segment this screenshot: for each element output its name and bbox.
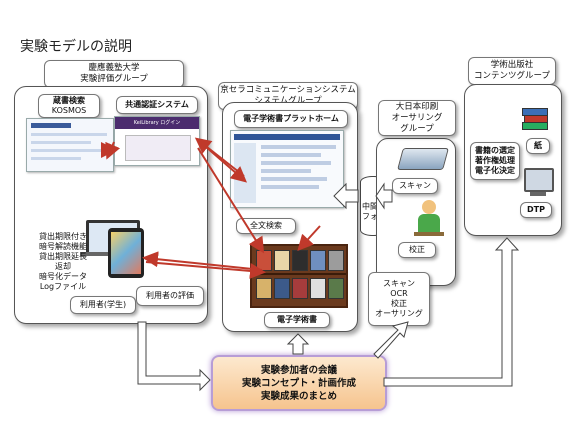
function-item: 暗号解読機能 (39, 242, 87, 251)
arrow-tablet-to-shelf (145, 261, 266, 279)
process-step: OCR (390, 289, 408, 298)
ebook-label: 電子学術書 (264, 312, 330, 328)
auth-system-name: 共通認証システム (125, 100, 189, 109)
dnp-group-name: 大日本印刷 (395, 101, 439, 112)
search-system-name: 蔵書検索 (53, 96, 85, 105)
arrow-middle-to-platform (333, 182, 359, 210)
paper-books-icon (522, 108, 548, 134)
user-label-text: 利用者(学生) (79, 300, 127, 309)
arrow-search-to-shelf (297, 225, 321, 251)
fulltext-search-text: 全文検索 (250, 221, 282, 230)
keio-group-role: 実験評価グループ (80, 74, 148, 84)
function-item: 返却 (55, 262, 71, 271)
arrow-summary-to-publisher (383, 237, 520, 387)
tablet-icon (108, 228, 144, 278)
platform-label-text: 電子学術書プラットホーム (243, 114, 339, 123)
summary-box: 実験参加者の会議 実験コンセプト・計画作成 実験成果のまとめ (211, 355, 387, 411)
proof-label: 校正 (398, 242, 436, 258)
arrow-summary-to-kyocera (286, 333, 310, 355)
proof-label-text: 校正 (409, 245, 425, 254)
summary-line: 実験参加者の会議 (260, 364, 337, 376)
function-item: 貸出期限延長 (39, 252, 87, 261)
selection-step: 書籍の選定 (475, 146, 515, 155)
search-system-id: KOSMOS (51, 106, 87, 115)
summary-line: 実験コンセプト・計画作成 (241, 377, 356, 389)
proofreader-icon (414, 200, 444, 240)
arrow-shelf-to-tablet (142, 251, 263, 271)
selection-step: 電子化決定 (475, 166, 515, 175)
paper-label-text: 紙 (534, 141, 542, 150)
dnp-group-header: 大日本印刷 オーサリング グループ (378, 100, 456, 136)
page-title: 実験モデルの説明 (20, 39, 132, 55)
publisher-group-role: コンテンツグループ (474, 71, 550, 81)
arrow-platform-to-auth (194, 137, 245, 177)
function-item: Logファイル (39, 282, 87, 291)
kyocera-group-name: 京セラコミュニケーションシステム (220, 85, 356, 95)
search-screenshot (26, 118, 114, 172)
process-step: スキャン (383, 279, 415, 288)
arrow-dnp-to-middle (375, 182, 393, 210)
auth-system-label: 共通認証システム (116, 96, 198, 114)
function-item: 貸出期限付き (39, 232, 87, 241)
computer-icon (524, 168, 554, 192)
dnp-process-label: スキャン OCR 校正 オーサリング (368, 272, 430, 326)
selection-label: 書籍の選定 著作権処理 電子化決定 (470, 142, 520, 180)
function-item: 暗号化データ (39, 272, 87, 281)
publisher-group-name: 学術出版社 (490, 60, 534, 70)
function-list: 貸出期限付き 暗号解読機能 貸出期限延長 返却 暗号化データ Logファイル (22, 232, 104, 292)
kyocera-group-role: システムグループ (254, 96, 322, 106)
arrow-summary-to-dnp (373, 321, 409, 359)
paper-label: 紙 (526, 138, 550, 154)
arrow-auth-to-shelf (197, 147, 265, 254)
arrow-keio-to-summary (137, 321, 211, 392)
dnp-group-role-2: グループ (400, 123, 434, 134)
login-banner: KeiLibrary ログイン (115, 117, 199, 129)
search-system-label: 蔵書検索 KOSMOS (38, 94, 100, 118)
dtp-label: DTP (520, 202, 552, 218)
dnp-group-role: オーサリング (391, 112, 443, 123)
database-label-line: 中間 (362, 202, 378, 211)
evaluation-label: 利用者の評価 (136, 286, 204, 306)
fulltext-search-label: 全文検索 (236, 218, 296, 234)
arrow-auth-to-search (105, 141, 121, 160)
summary-line: 実験成果のまとめ (260, 390, 337, 402)
selection-step: 著作権処理 (475, 156, 515, 165)
publisher-group-header: 学術出版社 コンテンツグループ (468, 57, 556, 85)
scan-label-text: スキャン (399, 181, 431, 190)
dtp-label-text: DTP (527, 205, 545, 214)
ebook-label-text: 電子学術書 (277, 315, 317, 324)
computer-base (530, 192, 546, 196)
platform-label: 電子学術書プラットホーム (234, 110, 348, 128)
evaluation-label-text: 利用者の評価 (146, 291, 194, 300)
user-label: 利用者(学生) (70, 296, 136, 314)
process-step: 校正 (391, 299, 407, 308)
keio-group-name: 慶應義塾大学 (88, 63, 140, 73)
process-step: オーサリング (375, 309, 423, 318)
scan-label: スキャン (392, 178, 438, 194)
